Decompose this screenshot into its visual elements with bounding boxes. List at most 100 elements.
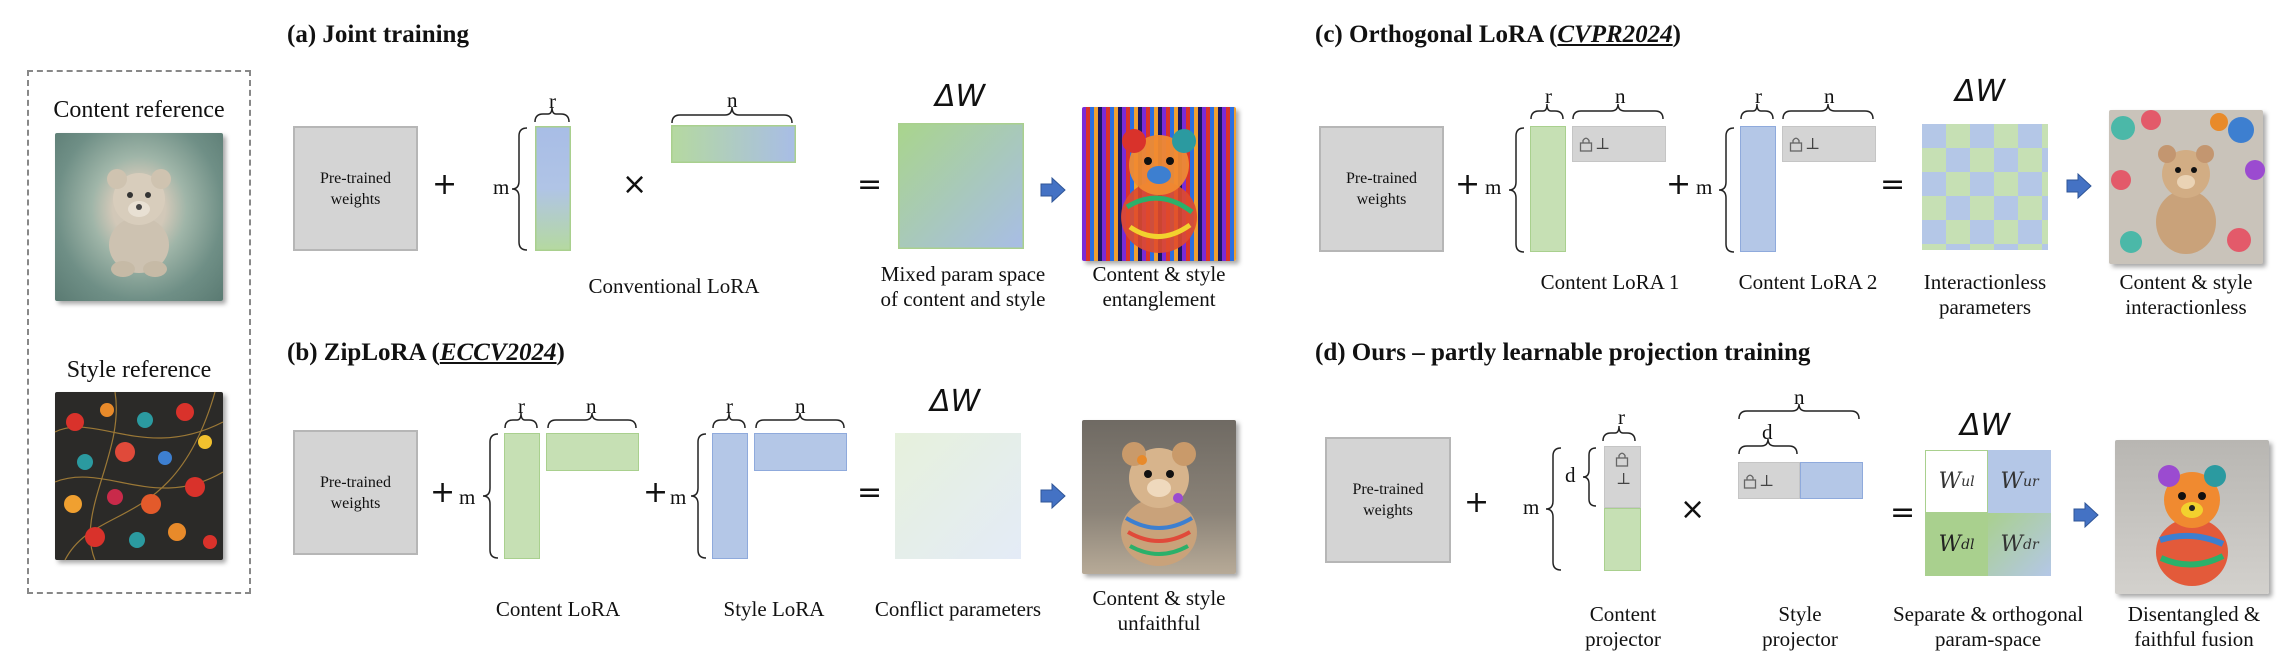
rainbow-teddy-bear-icon — [1121, 129, 1197, 253]
panel-b-dim-r-2: r — [726, 394, 733, 418]
panel-b-delta-w-matrix — [895, 433, 1021, 559]
panel-d-dim-d-1: d — [1565, 463, 1576, 487]
panel-c-output-image — [2109, 110, 2265, 264]
panel-c-content-lora2-b-frozen: ⊥ — [1782, 126, 1876, 162]
panel-d-dim-r: r — [1618, 405, 1625, 429]
panel-b-caption-output-line1: Content & style — [1092, 586, 1226, 610]
panel-a-delta-w-matrix — [898, 123, 1024, 249]
teddy-with-yarn-balls-icon — [2111, 110, 2265, 254]
perpendicular-symbol: ⊥ — [1759, 472, 1775, 490]
panel-b-brace-n-2 — [755, 412, 845, 429]
panel-c-brace-n-2 — [1782, 103, 1874, 120]
panel-c-title-prefix: (c) Orthogonal LoRA ( — [1315, 21, 1558, 48]
panel-a-dim-m: m — [493, 175, 510, 199]
panel-b-delta-w: ΔW — [930, 384, 981, 419]
panel-d-caption-separate-line2: param-space — [1934, 627, 2042, 651]
panel-d-caption-separate-line1: Separate & orthogonal — [1892, 602, 2084, 626]
panel-c-brace-m-1 — [1508, 127, 1525, 253]
panel-d-brace-n — [1738, 403, 1860, 420]
fused-yarn-teddy-bear-icon — [2156, 465, 2228, 586]
panel-a-pretrained-weights: Pre-trained weights — [293, 126, 418, 251]
panel-c-pretrained-weights: Pre-trained weights — [1319, 126, 1444, 252]
w-dl-subscript: dl — [1961, 536, 1975, 553]
panel-a-dim-n: n — [727, 88, 738, 112]
panel-a-lora-matrix-a — [535, 126, 571, 251]
panel-a-caption-mix: Mixed param space of content and style — [853, 262, 1073, 312]
panel-c-title-venue: CVPR2024 — [1557, 21, 1673, 48]
panel-b-title-prefix: (b) ZipLoRA ( — [287, 339, 440, 366]
panel-c-brace-n-1 — [1572, 103, 1664, 120]
panel-a-caption-mix-line2: of content and style — [880, 287, 1046, 311]
panel-d-caption-content-projector-line1: Content — [1589, 602, 1657, 626]
panel-b-arrow-icon — [1040, 482, 1066, 510]
panel-c-dim-n-2: n — [1824, 84, 1835, 108]
panel-c-caption-output-line1: Content & style — [2119, 270, 2253, 294]
panel-c-caption-inter: Interactionless parameters — [1895, 270, 2075, 320]
panel-b-content-lora-a — [504, 433, 540, 559]
panel-d-caption-style-projector-line2: projector — [1762, 627, 1838, 651]
panel-d-title: (d) Ours – partly learnable projection t… — [1315, 339, 1811, 366]
panel-a-lora-matrix-b — [671, 125, 796, 163]
panel-c-dim-m-1: m — [1485, 175, 1502, 199]
panel-b-title-venue: ECCV2024 — [439, 339, 557, 366]
panel-a-title: (a) Joint training — [287, 21, 469, 48]
panel-c-caption-inter-line2: parameters — [1938, 295, 2032, 319]
panel-d-caption-output-line1: Disentangled & — [2127, 602, 2261, 626]
panel-b-title: (b) ZipLoRA (ECCV2024) — [287, 339, 565, 367]
panel-c-title: (c) Orthogonal LoRA (CVPR2024) — [1315, 21, 1681, 49]
panel-d-dim-n: n — [1794, 385, 1805, 409]
panel-b-equals: = — [857, 475, 883, 510]
panel-b-caption-output: Content & style unfaithful — [1072, 586, 1246, 636]
panel-c-brace-r-2 — [1740, 103, 1774, 120]
panel-d-caption-output: Disentangled & faithful fusion — [2104, 602, 2284, 652]
panel-c-content-lora1-a — [1530, 126, 1566, 252]
panel-d-brace-r — [1602, 425, 1636, 442]
panel-c-content-lora1-b-frozen: ⊥ — [1572, 126, 1666, 162]
panel-a-arrow-icon — [1040, 176, 1066, 204]
w-ur-label: W — [2000, 469, 2023, 494]
teddy-bear-plush-icon — [107, 169, 171, 277]
panel-b-brace-r-2 — [712, 412, 746, 429]
content-reference-label: Content reference — [53, 97, 225, 123]
panel-a-delta-w: ΔW — [935, 79, 986, 114]
panel-d-arrow-icon — [2073, 501, 2099, 529]
lock-icon — [1615, 452, 1629, 467]
panel-b-caption-content: Content LoRA — [495, 597, 621, 621]
panel-d-caption-content-projector-line2: projector — [1585, 627, 1661, 651]
w-dl-label: W — [1938, 532, 1962, 557]
panel-b-plus-1: + — [430, 475, 456, 510]
panel-b-dim-m-1: m — [459, 485, 476, 509]
panel-c-caption-output-line2: interactionless — [2125, 295, 2247, 319]
panel-a-times: × — [622, 167, 648, 202]
panel-c-caption-lora1: Content LoRA 1 — [1540, 270, 1680, 294]
panel-d-delta-w: ΔW — [1960, 408, 2011, 443]
panel-b-brace-m-1 — [482, 433, 499, 559]
panel-d-plus: + — [1464, 485, 1490, 520]
panel-d-content-projector-frozen: ⊥ — [1604, 446, 1641, 508]
panel-b-brace-m-2 — [690, 433, 707, 559]
panel-c-caption-output: Content & style interactionless — [2096, 270, 2276, 320]
panel-d-caption-content-projector: Content projector — [1560, 602, 1686, 652]
panel-b-brace-r-1 — [504, 412, 538, 429]
panel-a-plus: + — [432, 167, 458, 202]
w-ul-subscript: ul — [1961, 473, 1975, 490]
panel-d-output-image — [2115, 440, 2269, 594]
panel-d-style-projector-frozen: ⊥ — [1738, 462, 1800, 499]
panel-c-brace-r-1 — [1530, 103, 1564, 120]
panel-d-caption-style-projector: Style projector — [1740, 602, 1860, 652]
panel-a-caption-mix-line1: Mixed param space — [880, 262, 1046, 286]
panel-c-dim-m-2: m — [1696, 175, 1713, 199]
panel-d-times: × — [1680, 492, 1706, 527]
panel-c-title-suffix: ) — [1672, 21, 1681, 48]
panel-a-caption-output-line1: Content & style — [1092, 262, 1226, 286]
panel-b-dim-n-2: n — [795, 394, 806, 418]
panel-d-style-projector-learnable — [1800, 462, 1863, 499]
panel-a-brace-r — [534, 106, 570, 123]
panel-d-equals: = — [1890, 495, 1916, 530]
panel-a-caption-lora: Conventional LoRA — [588, 274, 760, 298]
